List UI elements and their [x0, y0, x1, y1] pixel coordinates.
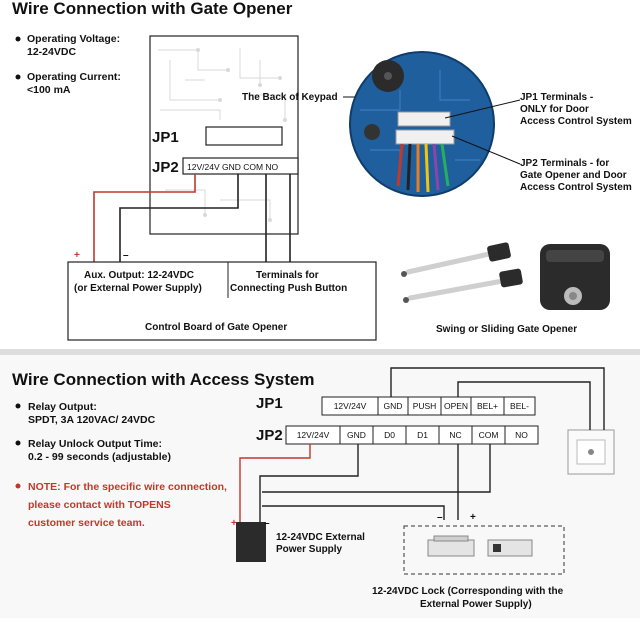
magnetic-lock-icon — [427, 535, 533, 557]
sliding-gate-opener-icon — [540, 244, 610, 310]
push-wire — [390, 367, 605, 430]
terminal-label: NO — [515, 430, 528, 440]
bottom-jp1-label: JP1 — [256, 395, 283, 412]
terminal-cell — [504, 425, 539, 445]
terminal-label: D1 — [417, 430, 428, 440]
terminal-label: NC — [449, 430, 461, 440]
bullet-icon — [15, 440, 21, 446]
bullet-icon — [15, 403, 21, 409]
terminal-label: BEL- — [510, 401, 529, 411]
gate-opener-caption: Swing or Sliding Gate Opener — [436, 324, 577, 335]
note-line1: NOTE: For the specific wire connection, — [28, 481, 227, 493]
jp2-callout-line2: Gate Opener and Door — [520, 170, 627, 181]
jp1-callout-line2: ONLY for Door — [520, 104, 589, 115]
psu-positive-wire — [239, 444, 311, 522]
control-board-label: Control Board of Gate Opener — [145, 322, 287, 333]
jp1-terminal-block: 12V/24V GND PUSH OPEN BEL+ BEL- — [321, 396, 536, 416]
jp2-label: JP2 — [152, 159, 179, 176]
swing-gate-actuator-icon — [401, 242, 523, 303]
terminal-label: GND — [347, 430, 366, 440]
pcb-jp1-header — [397, 111, 451, 127]
bullet-icon — [15, 483, 21, 489]
aux-output-line2: (or External Power Supply) — [74, 283, 202, 294]
jp1-callout-line1: JP1 Terminals - — [520, 92, 593, 103]
jp1-callout-line — [444, 99, 521, 119]
psu-label-line2: Power Supply — [276, 544, 343, 555]
exit-push-button — [567, 429, 615, 475]
psu-minus-sign: – — [264, 518, 270, 529]
jp1-callout-line3: Access Control System — [520, 116, 632, 127]
push-button-line2: Connecting Push Button — [230, 283, 347, 294]
psu-label-line1: 12-24VDC External — [276, 532, 365, 543]
relay-output-value: SPDT, 3A 120VAC/ 24VDC — [28, 414, 156, 426]
note-line3: customer service team. — [28, 517, 145, 529]
control-board — [67, 261, 377, 341]
pcb-photo — [349, 51, 495, 197]
power-supply-icon — [236, 522, 266, 562]
lock-dashed-box — [403, 525, 565, 575]
positive-wire — [93, 174, 196, 262]
terminal-label: 12V/24V — [297, 430, 330, 440]
push-button-line1: Terminals for — [256, 270, 319, 281]
operating-voltage-label: Operating Voltage: — [27, 33, 120, 45]
terminal-label: COM — [479, 430, 499, 440]
top-section-title: Wire Connection with Gate Opener — [12, 0, 293, 18]
aux-output-line1: Aux. Output: 12-24VDC — [84, 270, 194, 281]
jp2-callout-line3: Access Control System — [520, 182, 632, 193]
com-to-psu-wire — [262, 444, 491, 493]
bottom-section-background — [0, 350, 640, 618]
jp2-terminal-block: 12V/24V GND D0 D1 NC COM NO — [285, 425, 539, 445]
psu-negative-wire — [259, 444, 359, 522]
relay-time-label: Relay Unlock Output Time: — [28, 438, 162, 450]
terminal-label: OPEN — [444, 401, 468, 411]
positive-sign: + — [74, 250, 80, 261]
lock-label-line1: 12-24VDC Lock (Corresponding with the — [372, 586, 564, 597]
terminal-label: 12V/24V — [334, 401, 367, 411]
terminal-label: BEL+ — [477, 401, 498, 411]
bottom-section-title: Wire Connection with Access System — [12, 370, 314, 389]
jp2-terminal-labels: 12V/24V GND COM NO — [187, 162, 279, 172]
capacitor — [364, 124, 380, 140]
operating-voltage-value: 12-24VDC — [27, 46, 76, 58]
terminal-label: GND — [384, 401, 403, 411]
terminal-cell — [503, 396, 536, 416]
terminal-label: PUSH — [413, 401, 437, 411]
note-line2: please contact with TOPENS — [28, 499, 171, 511]
ground-wire — [119, 174, 239, 262]
jp2-callout-line — [451, 135, 521, 165]
operating-current-value: <100 mA — [27, 84, 71, 96]
negative-sign: – — [123, 250, 129, 261]
pcb-jp2-header — [395, 129, 455, 145]
jp2-callout-line1: JP2 Terminals - for — [520, 158, 609, 169]
lock-label-line2: External Power Supply) — [420, 599, 532, 610]
relay-time-value: 0.2 - 99 seconds (adjustable) — [28, 451, 171, 463]
jp1-label: JP1 — [152, 129, 179, 146]
psu-to-lock-wire — [262, 505, 445, 520]
relay-output-label: Relay Output: — [28, 401, 97, 413]
operating-current-label: Operating Current: — [27, 71, 121, 83]
psu-plus-sign: + — [231, 518, 237, 529]
open-wire — [457, 381, 591, 430]
bullet-icon — [15, 36, 21, 42]
jp1-connector — [205, 126, 283, 146]
jp2-connector — [182, 157, 299, 175]
keypad-back-label: The Back of Keypad — [242, 92, 338, 103]
lock-plus-sign: + — [470, 512, 476, 523]
bullet-icon — [15, 74, 21, 80]
terminal-label: D0 — [384, 430, 395, 440]
lock-minus-sign: – — [437, 512, 443, 523]
bottom-jp2-label: JP2 — [256, 427, 283, 444]
